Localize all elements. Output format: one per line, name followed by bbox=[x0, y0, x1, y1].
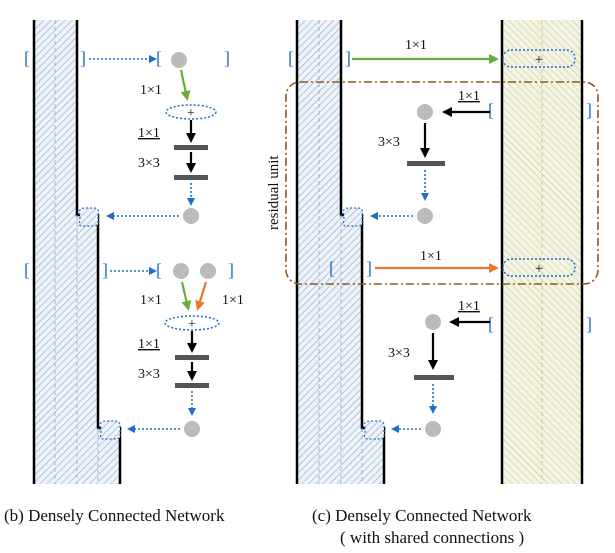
bracket-right-icon: ] bbox=[345, 48, 351, 68]
node bbox=[425, 421, 441, 437]
plus-icon: + bbox=[535, 52, 543, 68]
conv-label: 1×1 bbox=[405, 38, 427, 53]
residual-unit-label: residual unit bbox=[266, 155, 282, 230]
node bbox=[417, 104, 433, 120]
bracket-right-icon: ] bbox=[80, 48, 86, 68]
bracket-left-icon: [ bbox=[24, 260, 30, 280]
svg-text:]: ] bbox=[224, 48, 230, 68]
node bbox=[173, 263, 189, 279]
bracket-right-icon: ] bbox=[586, 314, 592, 334]
conv-label: 3×3 bbox=[138, 156, 160, 171]
node bbox=[183, 208, 199, 224]
layer-bar bbox=[174, 175, 208, 180]
conv-label: 1×1 bbox=[140, 83, 162, 98]
plus-icon: + bbox=[187, 106, 195, 121]
conv-label: 1×1 bbox=[458, 89, 480, 104]
bracket-right-icon: ] bbox=[586, 100, 592, 120]
conv-label: 3×3 bbox=[138, 367, 160, 382]
bracket-left-icon: [ bbox=[488, 100, 494, 120]
bracket-left-icon: [ bbox=[488, 314, 494, 334]
residual-unit-box bbox=[285, 81, 599, 285]
conv-label: 1×1 bbox=[222, 293, 244, 308]
plus-icon: + bbox=[535, 261, 543, 277]
sum-node bbox=[164, 315, 220, 331]
node bbox=[200, 263, 216, 279]
sum-node bbox=[165, 104, 217, 120]
panel-c: [ ] 1×1 + residual unit ] [ 1×1 3×3 [ ] … bbox=[266, 20, 599, 484]
bracket-left-icon: [ bbox=[24, 48, 30, 68]
conv-label: 3×3 bbox=[388, 346, 410, 361]
conv-label: 1×1 bbox=[138, 126, 160, 141]
svg-text:[: [ bbox=[156, 260, 162, 280]
bracket-right-icon: ] bbox=[102, 260, 108, 280]
node bbox=[171, 52, 187, 68]
conv-label: 1×1 bbox=[140, 293, 162, 308]
svg-text:[: [ bbox=[156, 48, 162, 68]
sum-node bbox=[502, 49, 576, 68]
node bbox=[184, 421, 200, 437]
bracket-right-icon: ] bbox=[366, 258, 372, 278]
node bbox=[417, 208, 433, 224]
sum-node bbox=[502, 258, 576, 277]
conv-label: 1×1 bbox=[420, 249, 442, 264]
layer-bar bbox=[175, 383, 209, 388]
layer-bar bbox=[174, 145, 208, 150]
conv-label: 1×1 bbox=[458, 299, 480, 314]
bracket-left-icon: [ bbox=[329, 258, 335, 278]
layer-bar bbox=[175, 355, 209, 360]
svg-text:]: ] bbox=[228, 260, 234, 280]
conv-label: 3×3 bbox=[378, 135, 400, 150]
panel-b: [ ] [ ] 1×1 + 1×1 3×3 [ ] [ ] 1×1 1×1 + bbox=[24, 20, 244, 484]
caption-c-subtitle: ( with shared connections ) bbox=[340, 528, 525, 547]
bracket-left-icon: [ bbox=[288, 48, 294, 68]
conv-label: 1×1 bbox=[138, 337, 160, 352]
layer-bar bbox=[414, 375, 454, 380]
caption-c: (c) Densely Connected Network bbox=[312, 506, 532, 525]
node bbox=[425, 314, 441, 330]
layer-bar bbox=[407, 161, 445, 166]
plus-icon: + bbox=[188, 317, 196, 332]
caption-b: (b) Densely Connected Network bbox=[4, 506, 225, 525]
